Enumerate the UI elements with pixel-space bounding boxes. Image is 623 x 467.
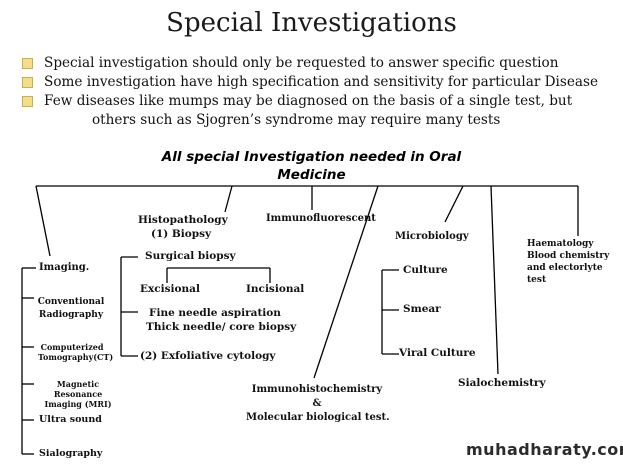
blood-chemistry-label: Blood chemistry xyxy=(527,251,610,261)
bullet-item: Special investigation should only be req… xyxy=(20,54,616,73)
watermark: muhadharaty.com xyxy=(466,440,623,459)
square-bullet-icon xyxy=(22,77,33,88)
diagram-heading-line1: All special Investigation needed in Oral xyxy=(161,149,462,165)
imaging-label: Imaging. xyxy=(39,262,90,273)
fine-needle-label: Fine needle aspiration xyxy=(149,307,281,319)
surgical-biopsy-label: Surgical biopsy xyxy=(145,250,236,262)
microbiology-label: Microbiology xyxy=(395,231,469,242)
square-bullet-icon xyxy=(22,58,33,69)
ampersand-label: & xyxy=(312,398,322,409)
diagram-heading-line2: Medicine xyxy=(277,167,346,183)
excisional-label: Excisional xyxy=(140,283,200,295)
viral-culture-label: Viral Culture xyxy=(399,347,476,359)
slide-title: Special Investigations xyxy=(166,8,457,38)
histopathology-label: Histopathology xyxy=(138,214,228,226)
immunofluorescent-label: Immunofluorescent xyxy=(266,213,376,224)
biopsy-label: (1) Biopsy xyxy=(151,228,212,240)
haematology-label: Haematology xyxy=(527,239,594,249)
bullet-item: Few diseases like mumps may be diagnosed… xyxy=(20,92,616,130)
imaging-item-radiography: Conventional Radiography xyxy=(37,297,105,320)
imaging-item-ct: Computerized Tomography(CT) xyxy=(38,342,114,362)
bullet-item: Some investigation have high specificati… xyxy=(20,73,616,92)
immunohistochemistry-label: Immunohistochemistry xyxy=(251,384,383,395)
imaging-item-mri: Magnetic Resonance Imaging (MRI) xyxy=(44,379,112,409)
incisional-label: Incisional xyxy=(246,283,305,295)
smear-label: Smear xyxy=(403,303,441,315)
imaging-item-ultrasound: Ultra sound xyxy=(39,414,102,425)
test-label: test xyxy=(527,275,547,285)
sialochemistry-label: Sialochemistry xyxy=(458,377,546,389)
bullet-list: Special investigation should only be req… xyxy=(20,54,616,130)
thick-needle-label: Thick needle/ core biopsy xyxy=(146,321,297,333)
square-bullet-icon xyxy=(22,96,33,107)
culture-label: Culture xyxy=(403,264,448,276)
electrolyte-label: and electorlyte xyxy=(527,263,603,273)
imaging-item-sialography: Sialography xyxy=(39,448,103,459)
exfoliative-cytology-label: (2) Exfoliative cytology xyxy=(140,350,276,362)
molecular-biological-label: Molecular biological test. xyxy=(246,412,390,423)
